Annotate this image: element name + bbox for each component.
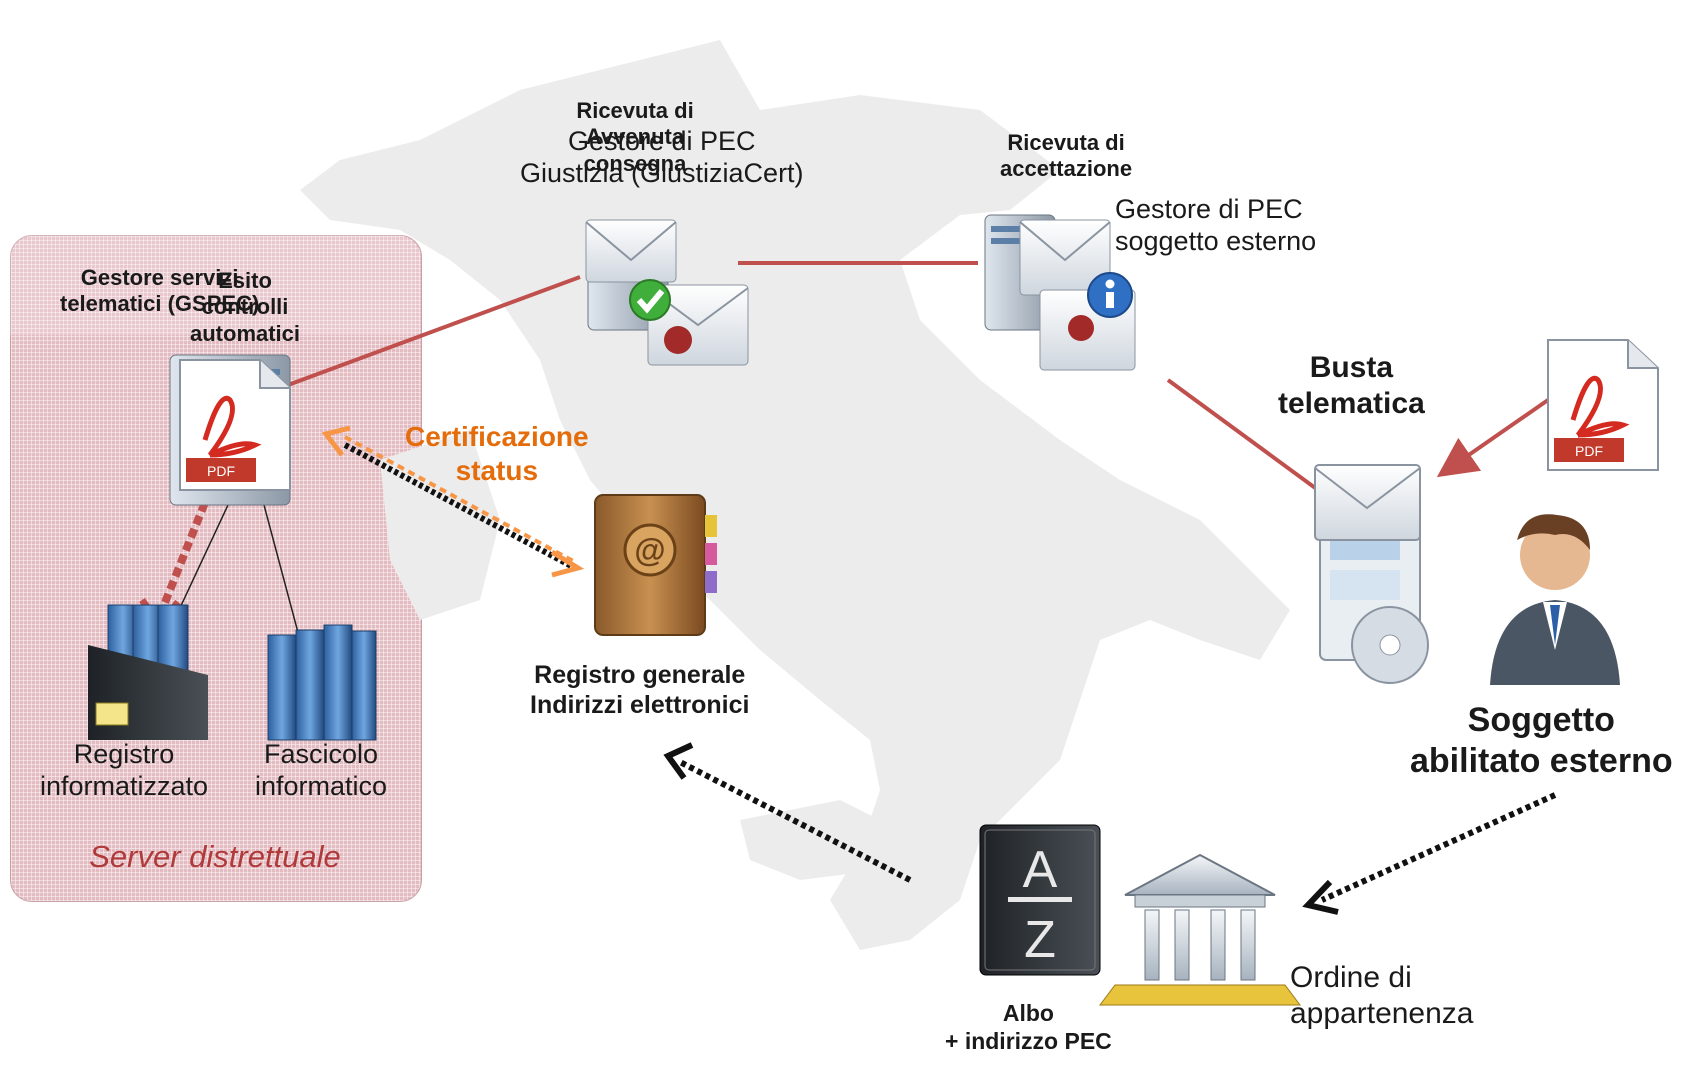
certificazione-line1: Certificazione	[405, 421, 589, 452]
registro-inf-line2: informatizzato	[40, 771, 209, 802]
label-ricevuta-accettazione: Ricevuta di accettazione	[1000, 130, 1132, 183]
svg-text:PDF: PDF	[1575, 443, 1603, 459]
person-icon	[1490, 514, 1620, 685]
gestore-servizi-line2: telematici (GSPEC)	[60, 291, 260, 317]
label-soggetto-abilitato: Soggetto abilitato esterno	[1410, 700, 1673, 782]
arrow-head-cert-right	[550, 549, 585, 578]
albo-line1: Albo	[1002, 1000, 1054, 1026]
ordine-line1: Ordine di	[1290, 961, 1412, 994]
gestore-giustizia-line1: Gestore di PEC	[567, 126, 756, 156]
registro-generale-line1: Registro generale	[534, 661, 746, 689]
connector-gspec-to-fascicolo	[259, 489, 301, 641]
ricevuta-accettazione-line1: Ricevuta di	[1007, 130, 1125, 155]
fascicolo-line2: informatico	[255, 771, 388, 802]
label-esito-controlli: Esito controlli automatici	[190, 268, 300, 347]
pdf-document-right-icon: PDF	[1547, 339, 1659, 471]
server-header-band	[10, 235, 420, 335]
gestore-servizi-line1: Gestore servizi	[80, 265, 239, 290]
busta-line1: Busta	[1309, 351, 1394, 384]
binder-icon	[88, 604, 208, 740]
pec-server-info-icon	[984, 214, 1136, 371]
label-gestore-esterno: Gestore di PEC soggetto esterno	[1115, 193, 1316, 258]
esito-controlli-line1: Esito	[218, 268, 272, 293]
server-distrettuale-box	[10, 235, 422, 902]
esito-controlli-line3: automatici	[190, 320, 301, 346]
svg-text:PDF: PDF	[207, 463, 235, 479]
albo-line2: + indirizzo PEC	[945, 1027, 1112, 1054]
az-book-icon: A Z	[979, 824, 1101, 976]
esito-controlli-line2: controlli	[201, 294, 289, 320]
fascicolo-line1: Fascicolo	[264, 739, 379, 769]
arrow-pdf-to-busta	[1436, 398, 1550, 478]
label-certificazione-status: Certificazione status	[405, 420, 589, 487]
telematic-envelope-icon	[1314, 464, 1429, 684]
label-server-distrettuale: Server distrettuale	[89, 839, 341, 874]
arrow-head-ordine	[1302, 879, 1339, 915]
soggetto-line2: abilitato esterno	[1410, 741, 1673, 780]
arrow-soggetto-to-ordine	[1320, 792, 1557, 903]
connector-gspec-to-giustizia	[287, 275, 581, 387]
busta-line2: telematica	[1278, 387, 1425, 420]
svg-text:@: @	[634, 532, 665, 568]
gestore-giustizia-line2: Giustizia (GiustiziaCert)	[520, 158, 804, 189]
institution-building-icon	[1099, 853, 1301, 1006]
gestore-esterno-line1: Gestore di PEC	[1115, 194, 1303, 224]
registro-inf-line1: Registro	[73, 739, 175, 769]
label-registro-informatizzato: Registro informatizzato	[40, 738, 208, 803]
label-ordine-appartenenza: Ordine di appartenenza	[1290, 960, 1474, 1032]
arrow-head-registro-generale	[663, 742, 694, 780]
address-book-icon: @	[594, 494, 717, 636]
arrow-albo-to-registro	[678, 759, 912, 883]
arrow-head-cert-left	[321, 425, 351, 457]
arrow-certificazione-black	[343, 442, 577, 571]
registro-generale-line2: Indirizzi elettronici	[530, 691, 750, 719]
books-icon	[267, 624, 377, 741]
pec-server-check-icon	[585, 219, 749, 366]
gestore-esterno-line2: soggetto esterno	[1115, 226, 1317, 257]
label-fascicolo-informatico: Fascicolo informatico	[255, 738, 387, 803]
pdf-document-icon: PDF	[179, 359, 291, 491]
ricevuta-accettazione-line2: accettazione	[1000, 156, 1133, 182]
label-gestore-giustizia: Gestore di PEC Giustizia (GiustiziaCert)	[520, 125, 804, 190]
arrow-gspec-to-registro	[158, 488, 214, 612]
label-albo: Albo + indirizzo PEC	[945, 1000, 1112, 1055]
label-busta-telematica: Busta telematica	[1278, 350, 1425, 422]
certificazione-line2: status	[455, 454, 539, 486]
label-gestore-servizi: Gestore servizi telematici (GSPEC)	[60, 265, 259, 318]
ordine-line2: appartenenza	[1290, 997, 1474, 1030]
connector-esterno-to-busta	[1166, 378, 1320, 492]
label-ricevuta-consegna: Ricevuta di Avvenuta consegna	[576, 98, 694, 176]
label-registro-generale: Registro generale Indirizzi elettronici	[530, 660, 749, 720]
arrow-certificazione-orange	[344, 435, 576, 564]
svg-text:A: A	[1023, 841, 1058, 899]
soggetto-line1: Soggetto	[1467, 701, 1615, 739]
svg-text:Z: Z	[1024, 911, 1056, 969]
